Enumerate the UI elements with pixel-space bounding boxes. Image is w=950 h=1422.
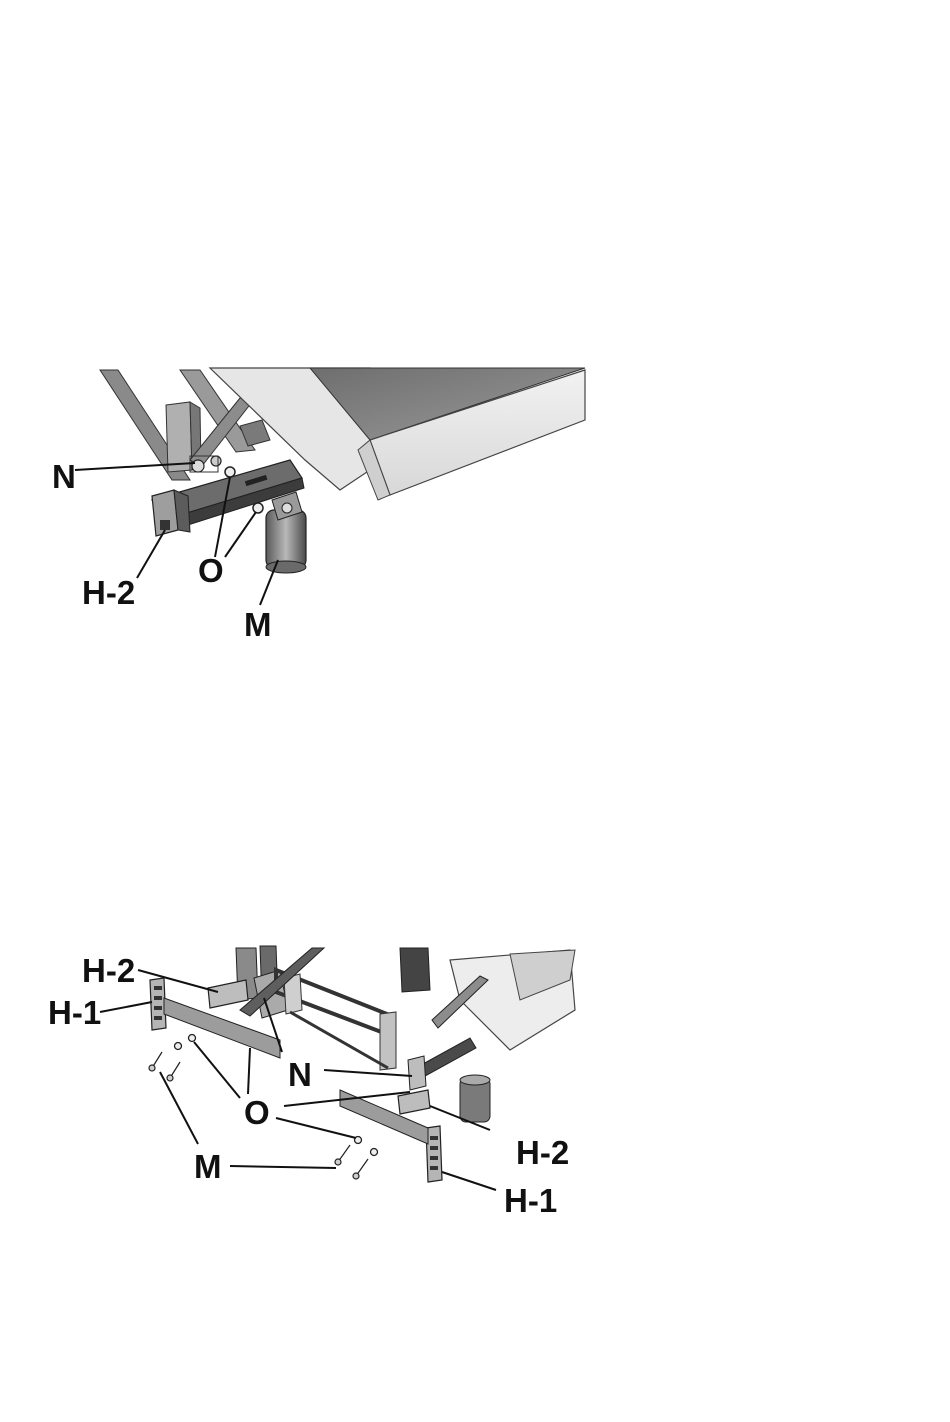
callout-m: M — [194, 1148, 222, 1185]
leader-h1-right — [442, 1172, 496, 1190]
figure-1-svg: N H-2 O M — [40, 360, 600, 660]
leader-o-lower — [225, 512, 256, 557]
leader-o-left-b — [248, 1048, 250, 1094]
callout-h2-right: H-2 — [516, 1134, 569, 1171]
figure-2-svg: H-2 H-1 N O M H-2 H-1 — [40, 940, 600, 1230]
figure-1-scene — [100, 368, 585, 573]
figure-2-diagram: H-2 H-1 N O M H-2 H-1 — [40, 940, 600, 1230]
leader-o-left-a — [194, 1042, 240, 1098]
leader-h1-left — [100, 1002, 152, 1012]
callout-h2-left: H-2 — [82, 952, 135, 989]
leader-m-right — [230, 1166, 336, 1168]
leader-h2 — [137, 530, 165, 578]
callout-h2: H-2 — [82, 574, 135, 611]
callout-n: N — [288, 1056, 312, 1093]
figure-1-diagram: N H-2 O M — [40, 360, 600, 660]
callout-o: O — [244, 1094, 270, 1131]
leader-o-right-b — [276, 1118, 356, 1138]
callout-h1-right: H-1 — [504, 1182, 557, 1219]
leader-n-right — [324, 1070, 412, 1076]
callout-h1-left: H-1 — [48, 994, 101, 1031]
callout-o: O — [198, 552, 224, 589]
callout-n: N — [52, 458, 76, 495]
leader-m-left — [160, 1072, 198, 1144]
callout-m: M — [244, 606, 272, 643]
